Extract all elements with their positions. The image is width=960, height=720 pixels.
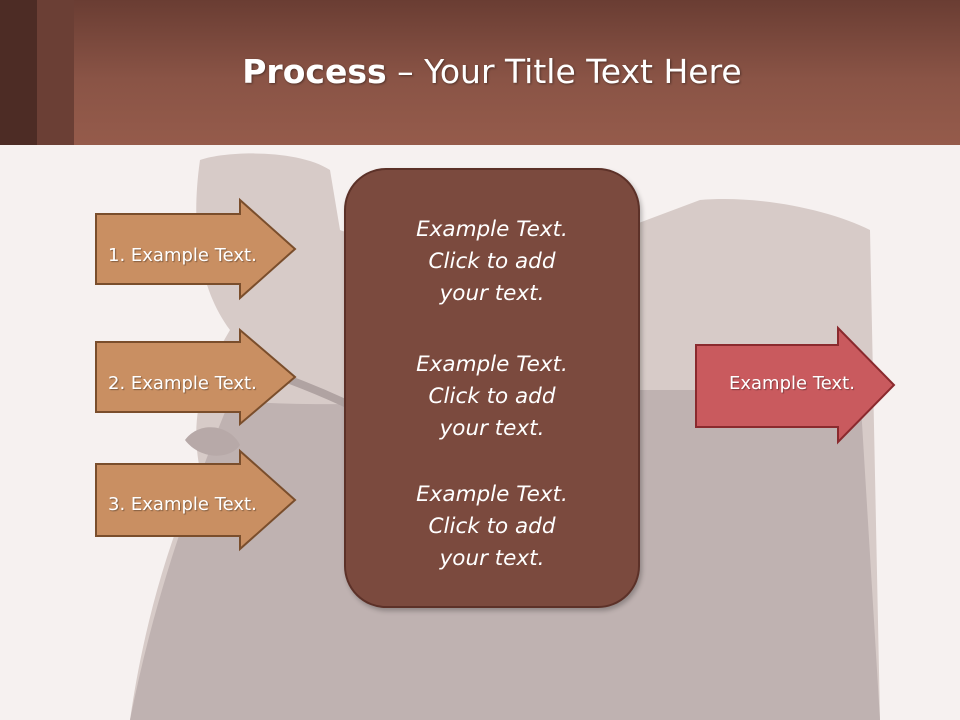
center-text-block-1: Example Text. Click to add your text. (346, 214, 638, 310)
left-arrow-3-label: 3. Example Text. (108, 494, 257, 515)
banner-stripe-dark (0, 0, 37, 145)
slide-title[interactable]: Process – Your Title Text Here (0, 52, 960, 91)
block-3-line-1: Example Text. (416, 482, 568, 507)
center-text-block-3: Example Text. Click to add your text. (346, 479, 638, 575)
right-arrow[interactable] (692, 325, 902, 445)
left-arrow-1[interactable] (92, 197, 302, 301)
block-2-line-3: your text. (439, 416, 545, 441)
title-bold-part: Process (242, 52, 387, 91)
left-arrow-1-label: 1. Example Text. (108, 245, 257, 266)
left-arrow-2-label: 2. Example Text. (108, 373, 257, 394)
block-2-line-2: Click to add (428, 384, 556, 409)
block-2-line-1: Example Text. (416, 352, 568, 377)
center-text-box[interactable]: Example Text. Click to add your text. Ex… (344, 168, 640, 608)
block-3-line-3: your text. (439, 546, 545, 571)
block-1-line-3: your text. (439, 281, 545, 306)
center-text-block-2: Example Text. Click to add your text. (346, 349, 638, 445)
block-1-line-2: Click to add (428, 249, 556, 274)
block-3-line-2: Click to add (428, 514, 556, 539)
title-rest-part: – Your Title Text Here (386, 52, 742, 91)
banner-stripe-medium (37, 0, 74, 145)
right-arrow-label: Example Text. (729, 373, 855, 394)
block-1-line-1: Example Text. (416, 217, 568, 242)
left-arrow-3[interactable] (92, 448, 302, 556)
left-arrow-2[interactable] (92, 327, 302, 431)
title-banner (0, 0, 960, 145)
